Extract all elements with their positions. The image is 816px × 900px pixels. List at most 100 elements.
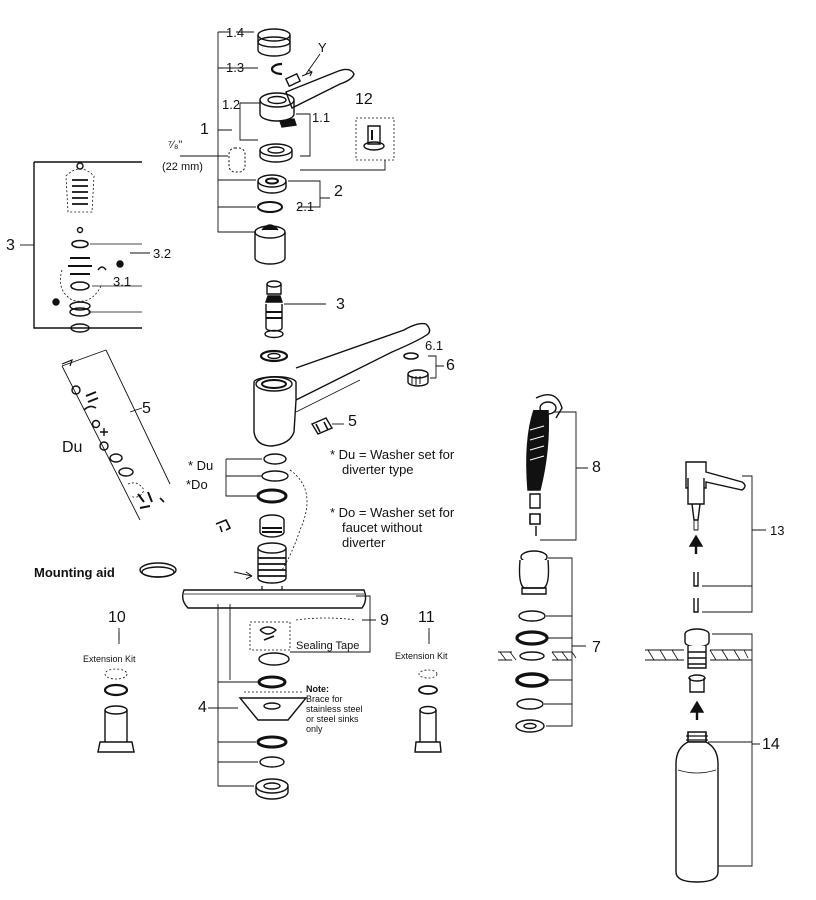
leader-y (305, 53, 321, 75)
leader-5-left (129, 407, 143, 413)
washer-do-1 (261, 470, 289, 482)
note-brace-line4: only (306, 724, 323, 734)
spray-holder-7 (518, 550, 550, 595)
note-do-line2: faucet without (342, 520, 423, 535)
nut-2 (257, 174, 287, 194)
leader-9 (290, 595, 376, 653)
label-6-1: 6.1 (425, 338, 444, 353)
clip-1-3 (270, 62, 283, 76)
ring-1-2b (259, 143, 293, 163)
label-3-left: 3 (6, 237, 15, 254)
note-brace-line2: stainless steel (306, 704, 363, 714)
ring-7-a (518, 610, 546, 622)
mounting-aid-ring (139, 562, 253, 580)
nut-7 (515, 719, 545, 733)
pin-1-1 (279, 118, 297, 128)
leader-1-2 (239, 102, 260, 141)
label-1-3: 1.3 (226, 60, 245, 75)
washer-4-b (256, 735, 288, 749)
label-y: Y (318, 40, 327, 55)
dispenser-body-14 (645, 628, 752, 693)
label-sealing-tape: Sealing Tape (296, 640, 360, 652)
sleeve-cartridge (254, 224, 286, 265)
washer-do-2 (256, 488, 288, 504)
counter-7 (498, 651, 577, 661)
leader-13 (702, 475, 766, 613)
cap-1-4 (257, 28, 291, 57)
note-du-line2: diverter type (342, 462, 414, 477)
label-13: 13 (770, 523, 785, 538)
label-14: 14 (762, 736, 780, 753)
label-size-mm: (22 mm) (162, 161, 203, 173)
ring-7-c (515, 672, 549, 688)
label-3-2: 3.2 (153, 246, 172, 261)
shank-assembly (257, 514, 287, 604)
arrow-up-13-head (688, 534, 704, 547)
leader-4 (208, 604, 258, 787)
sink-deck-9 (181, 589, 367, 609)
label-11: 11 (418, 609, 435, 626)
label-du-mark: * Du (188, 458, 214, 473)
label-1: 1 (200, 121, 209, 138)
leader-14 (708, 633, 760, 867)
label-1-1: 1.1 (312, 110, 331, 125)
detail-12 (355, 117, 395, 161)
label-4: 4 (198, 699, 207, 716)
label-2-1: 2.1 (296, 199, 315, 214)
label-9: 9 (380, 612, 389, 629)
oring-2-1 (257, 201, 283, 213)
note-du-line1: * Du = Washer set for (330, 447, 455, 462)
faucet-spout-body (253, 322, 431, 447)
leader-7 (544, 557, 586, 727)
washer-4-a (257, 675, 287, 689)
diverter-5-center (310, 417, 344, 435)
label-size-in: ⁷⁄₈" (168, 139, 183, 151)
lever-handle (284, 68, 355, 109)
gasket-9 (258, 652, 290, 666)
cartridge-3 (264, 280, 326, 339)
label-12: 12 (355, 91, 373, 108)
ring-under-cartridge (259, 349, 289, 363)
soap-bottle-14 (675, 731, 719, 883)
nut-4 (255, 778, 289, 800)
label-ext-kit-11: Extension Kit (395, 651, 448, 661)
label-ext-kit-10: Extension Kit (83, 654, 136, 664)
clip-part (215, 518, 232, 533)
handle-body-1-2 (259, 92, 295, 122)
label-7: 7 (592, 639, 601, 656)
label-5-left: 5 (142, 400, 151, 417)
note-du: * Du = Washer set for diverter type (330, 447, 454, 477)
note-do: * Do = Washer set for faucet without div… (330, 505, 454, 550)
extension-kit-11 (414, 632, 442, 753)
leader-12 (300, 160, 386, 171)
washer-du (263, 453, 287, 465)
label-3-center: 3 (336, 296, 345, 313)
leader-1 (217, 31, 258, 233)
leader-du-do (225, 458, 262, 497)
leader-2 (288, 180, 330, 208)
aerator-6 (403, 352, 444, 387)
ring-7-b (515, 630, 549, 646)
pump-head-13 (685, 461, 746, 531)
cartridge-detail-3 (20, 161, 150, 333)
label-1-4: 1.4 (226, 25, 245, 40)
spray-head-8 (526, 394, 563, 536)
note-brace-title: Note: (306, 684, 329, 694)
dashed-du-curve (281, 469, 308, 571)
extension-kit-10 (97, 632, 135, 753)
arrow-up-14-head (689, 700, 705, 713)
label-10: 10 (108, 609, 126, 626)
label-8: 8 (592, 459, 601, 476)
label-3-1: 3.1 (113, 274, 132, 289)
label-2: 2 (334, 183, 343, 200)
note-do-line3: diverter (342, 535, 386, 550)
washer-4-c (259, 756, 285, 768)
label-6: 6 (446, 357, 455, 374)
ring-7-d (516, 698, 544, 710)
note-brace-line1: Brace for (306, 694, 343, 704)
leader-1-1 (296, 113, 311, 157)
dashed-insert (228, 147, 246, 173)
label-mounting-aid: Mounting aid (34, 565, 115, 580)
